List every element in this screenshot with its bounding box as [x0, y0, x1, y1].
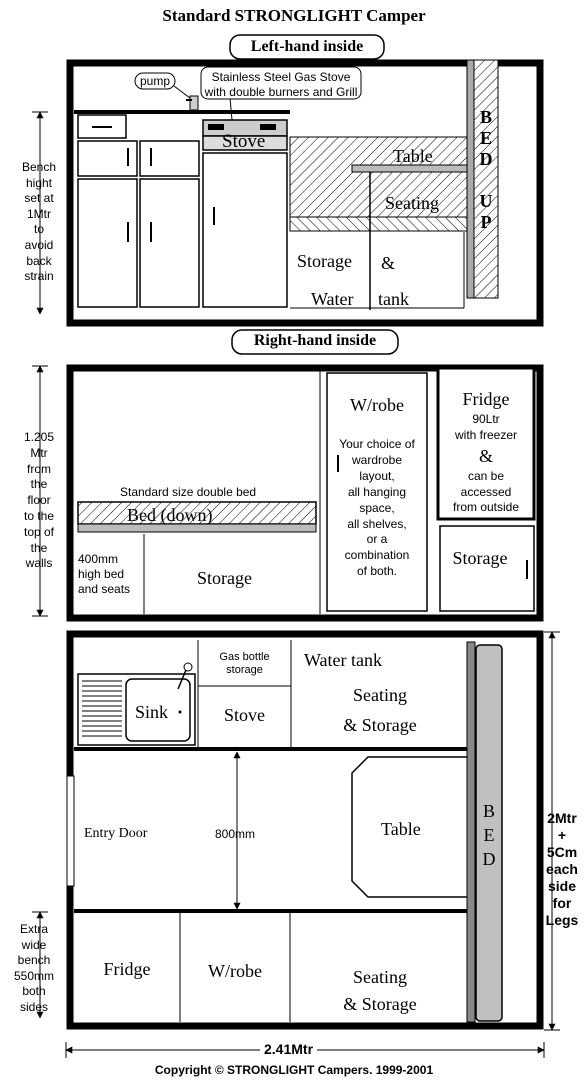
right-hand-heading: Right-hand inside: [253, 332, 377, 349]
plan-stove-label: Stove: [223, 705, 265, 725]
seating-label: Seating: [385, 193, 439, 213]
right-hand-elevation: [32, 329, 544, 622]
fridge-capacity: 90Ltr with freezer: [454, 412, 518, 442]
bench-height-note: Bench hight set at 1Mtr to avoid back st…: [21, 160, 57, 284]
table-label: Table: [393, 146, 433, 166]
water-tank-label: Water tank: [304, 650, 383, 670]
bench-width-note: Extra wide bench 550mm both sides: [13, 922, 54, 1014]
tank-label: tank: [378, 289, 409, 309]
stove-label: Stove: [222, 131, 266, 152]
plan-wardrobe-label: W/robe: [208, 961, 262, 981]
sink-label: Sink: [135, 702, 169, 722]
bed-note: Standard size double bed: [120, 485, 257, 499]
wardrobe-description: Your choice of wardrobe layout, all hang…: [339, 437, 415, 579]
fridge-access-note: can be accessed from outside: [452, 469, 520, 514]
wardrobe-title: W/robe: [350, 395, 404, 415]
fridge-title: Fridge: [462, 389, 510, 409]
storage-label: Storage: [297, 251, 352, 271]
aisle-width-label: 800mm: [215, 827, 256, 841]
left-hand-heading: Left-hand inside: [250, 38, 364, 55]
seating-storage-top-label: Seating & Storage: [343, 685, 417, 735]
length-note: 2Mtr + 5Cm each side for Legs: [545, 810, 579, 928]
bed-down-label: Bed (down): [127, 505, 213, 525]
storage-right-label: Storage: [452, 548, 508, 568]
ampersand-label: &: [381, 253, 396, 273]
seating-storage-bottom-label: Seating & Storage: [343, 967, 417, 1014]
width-dimension-label: 2.41Mtr: [260, 1042, 318, 1056]
plan-table-label: Table: [381, 819, 421, 839]
entry-door-label: Entry Door: [84, 826, 148, 841]
floor-plan: [32, 630, 560, 1058]
wall-height-note: 1.205 Mtr from the floor to the top of t…: [23, 430, 55, 571]
pump-label: pump: [139, 74, 171, 88]
left-hand-elevation: [32, 34, 544, 327]
fridge-ampersand: &: [478, 446, 493, 466]
copyright-notice: Copyright © STRONGLIGHT Campers. 1999-20…: [154, 1063, 434, 1077]
gas-bottle-label: Gas bottle storage: [219, 651, 270, 676]
page-title: Standard STRONGLIGHT Camper: [162, 6, 426, 25]
bed-height-note: 400mm high bed and seats: [78, 552, 131, 596]
plan-bed-label: B E D: [482, 801, 496, 869]
water-label: Water: [311, 289, 354, 309]
bed-up-label: B E D U P: [479, 107, 493, 232]
storage-main-label: Storage: [197, 568, 252, 588]
stove-note: Stainless Steel Gas Stove with double bu…: [204, 70, 358, 99]
plan-fridge-label: Fridge: [103, 959, 151, 979]
